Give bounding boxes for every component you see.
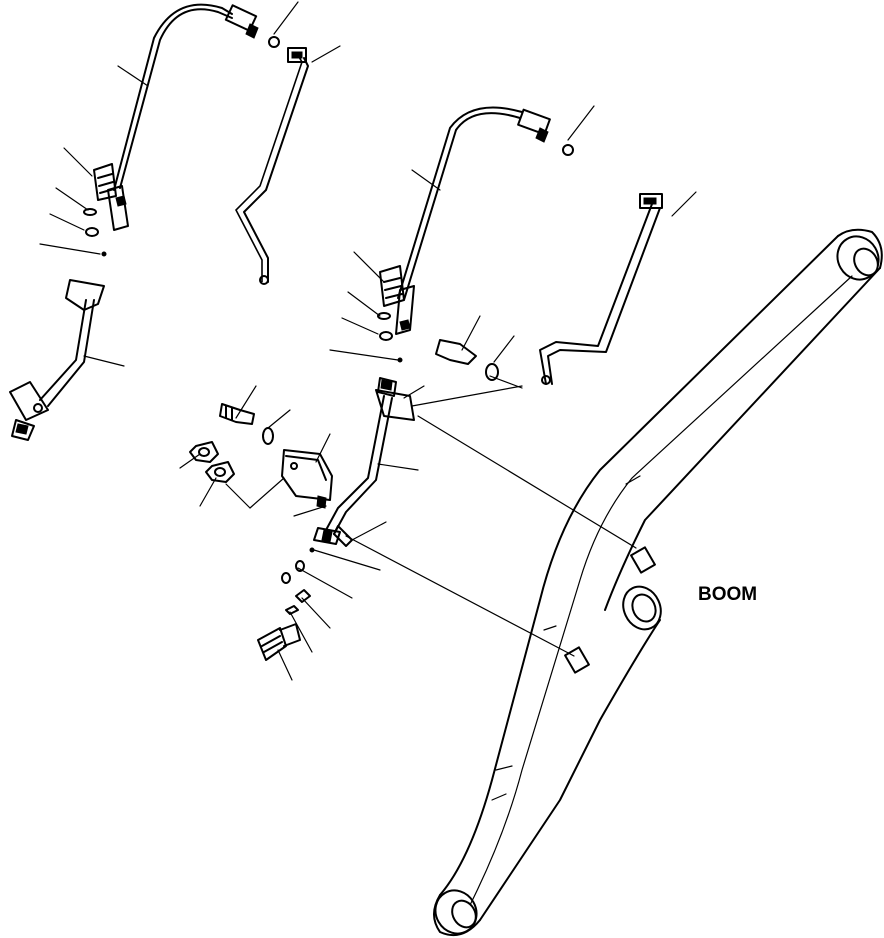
tube-nut-top-left xyxy=(287,47,307,63)
callout-lines xyxy=(39,1,697,681)
boom-mount-pad-upper xyxy=(630,546,656,574)
left-hose-assembly xyxy=(9,3,309,441)
center-tube-assembly xyxy=(189,377,415,661)
nut-upper xyxy=(189,441,219,463)
bolt-stack-left xyxy=(83,163,129,257)
bolt-bottom xyxy=(257,627,287,661)
boom-arm xyxy=(433,228,883,936)
hose-fitting-top-left xyxy=(224,4,259,39)
washer-mid-right xyxy=(485,363,499,381)
bolt-mid-right xyxy=(435,339,477,365)
clamp-block-center xyxy=(281,449,333,509)
right-hose-assembly xyxy=(377,106,663,385)
hose-fitting-top-right xyxy=(517,108,551,143)
boom-mount-pad-lower xyxy=(564,646,590,674)
o-ring-top-right xyxy=(562,144,574,156)
bolt-clamp xyxy=(219,403,255,425)
nut-lower xyxy=(205,461,235,483)
o-ring-top-left xyxy=(268,36,280,48)
tube-bracket-left xyxy=(9,279,105,441)
tube-nut-top-right xyxy=(639,193,663,209)
bolt-stack-right xyxy=(377,265,415,363)
washer-clamp xyxy=(262,427,274,445)
boom-outline xyxy=(439,235,881,921)
boom-label: BOOM xyxy=(698,584,757,605)
